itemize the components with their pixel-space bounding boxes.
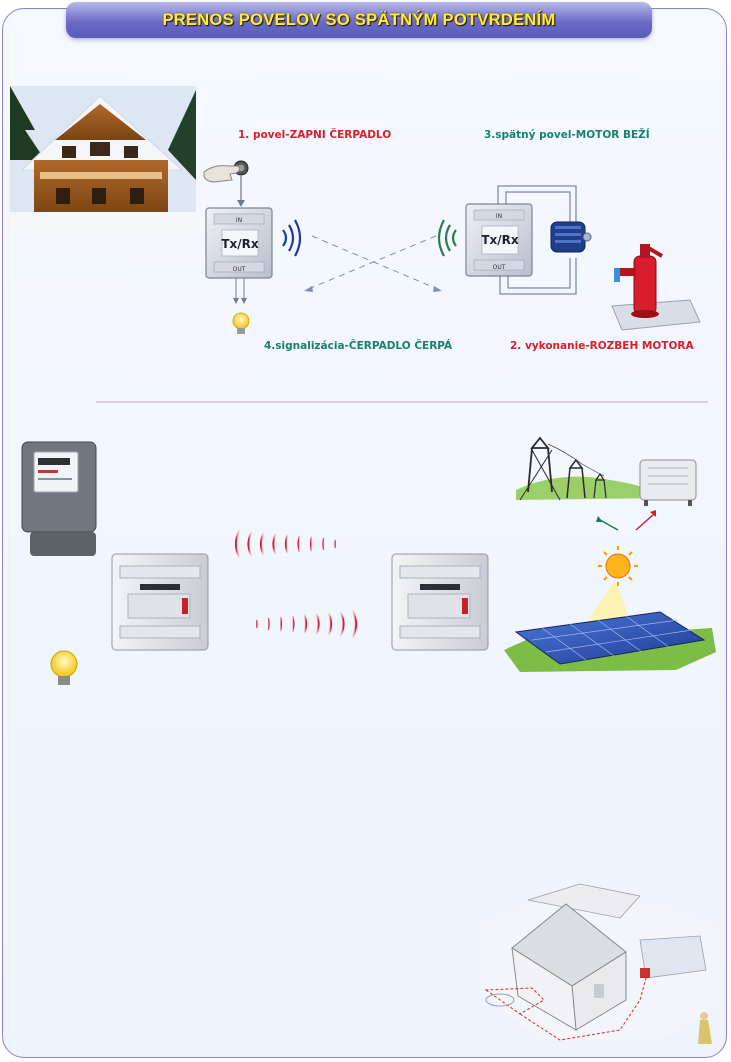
solar-panel-image xyxy=(504,612,716,672)
device-right-txrx-label: Tx/Rx xyxy=(481,233,519,247)
label-execution-2: 2. vykonanie-ROZBEH MOTORA xyxy=(510,340,694,352)
link-command xyxy=(312,236,440,290)
device-out-label: OUT xyxy=(233,266,246,273)
radio-wave-top xyxy=(236,530,336,558)
heater-icon xyxy=(640,460,696,506)
label-signal-4: 4.signalizácia-ČERPADLO ČERPÁ xyxy=(264,340,452,352)
bulb-icon-lower xyxy=(51,651,77,685)
label-feedback-3: 3.spätný povel-MOTOR BEŽÍ xyxy=(484,129,650,141)
electricity-meter-image xyxy=(22,442,96,556)
din-rail-module-right xyxy=(392,554,488,650)
din-rail-module-left xyxy=(112,554,208,650)
link-feedback xyxy=(306,236,436,290)
house-image xyxy=(10,86,196,230)
label-command-1: 1. povel-ZAPNI ČERPADLO xyxy=(238,129,391,141)
bulb-icon xyxy=(233,313,249,334)
radio-waves-right xyxy=(439,220,456,256)
water-pump-icon xyxy=(612,244,700,330)
property-plan-image xyxy=(478,884,720,1044)
device-right-in-label: IN xyxy=(496,213,502,220)
device-txrx-label: Tx/Rx xyxy=(221,237,259,251)
motor-icon xyxy=(551,222,591,252)
radio-waves-left xyxy=(283,220,300,256)
radio-wave-bottom xyxy=(256,610,356,638)
device-in-label: IN xyxy=(236,217,242,224)
device-right-out-label: OUT xyxy=(493,264,506,271)
